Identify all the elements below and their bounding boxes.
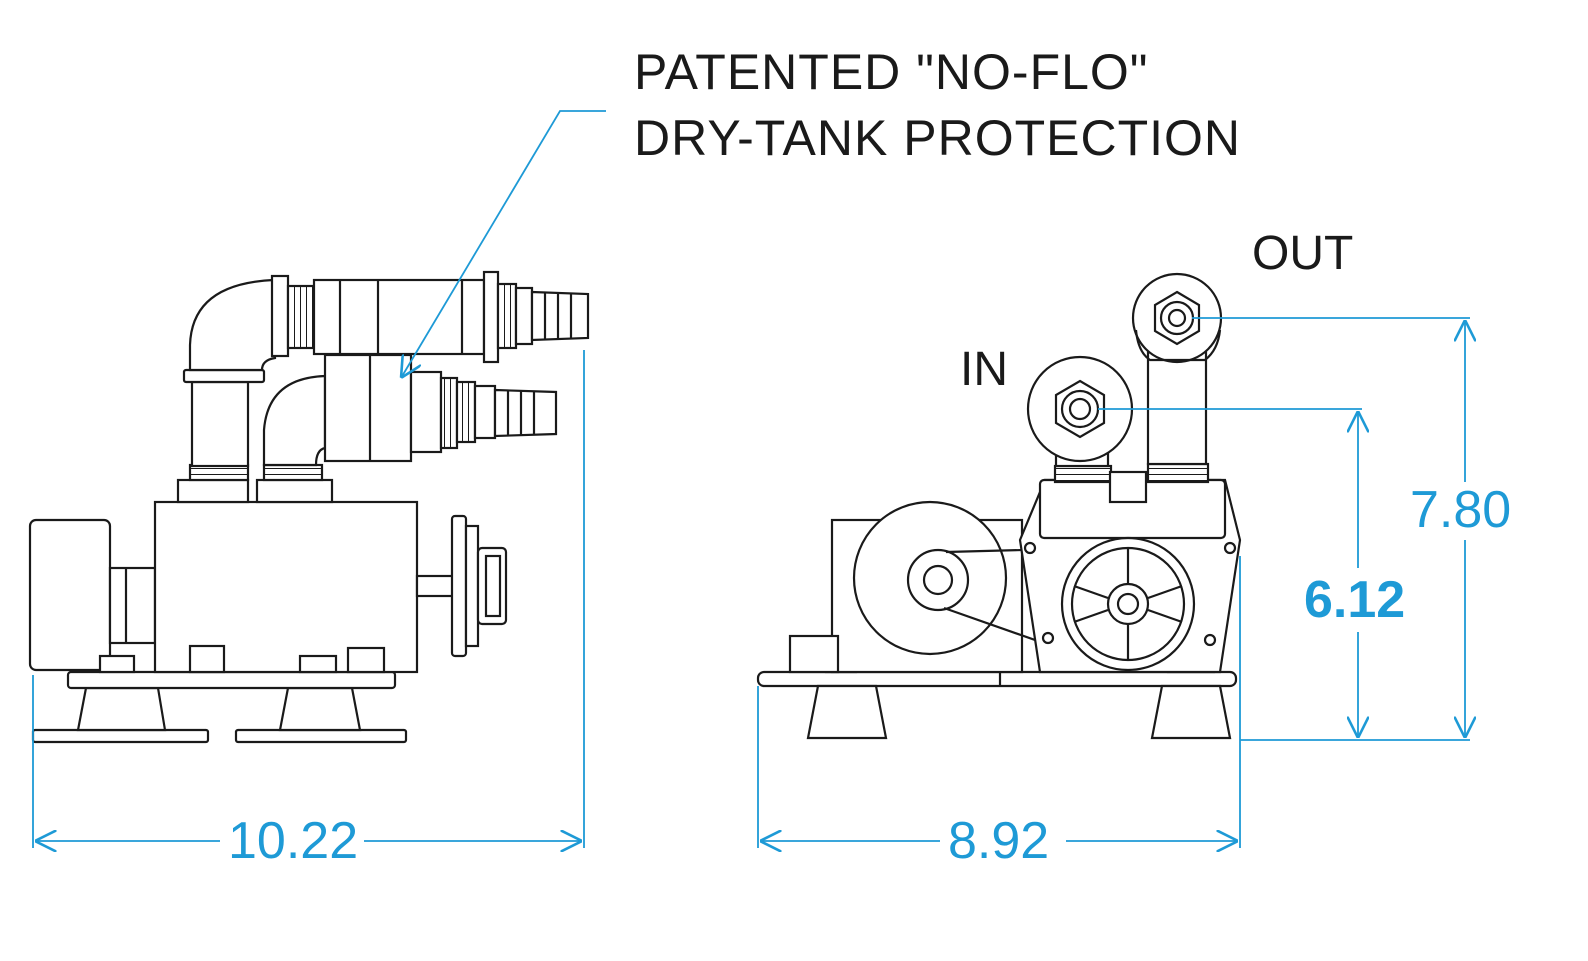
pump-head-right <box>255 478 334 504</box>
front-base-plate <box>756 670 1238 688</box>
inlet-elbow <box>262 374 327 467</box>
side-foot-pad-left <box>76 686 167 732</box>
front-view <box>756 272 1242 740</box>
front-foot-left <box>806 684 888 740</box>
front-width-dimension: 8.92 <box>942 813 1056 869</box>
outlet-pipe <box>190 380 250 468</box>
side-foot-left <box>31 728 210 744</box>
out-port-label: OUT <box>1252 227 1354 280</box>
motor-neck <box>108 566 157 645</box>
callout-line-2: DRY-TANK PROTECTION <box>634 110 1242 166</box>
pump-head-left <box>176 478 250 504</box>
in-height-dimension: 6.12 <box>1298 572 1412 628</box>
fan-disk <box>450 514 468 658</box>
in-port-label: IN <box>960 343 1008 396</box>
nofo-valve-body <box>312 278 486 356</box>
inlet-barb <box>493 388 558 438</box>
side-foot-pad-right <box>278 686 362 732</box>
callout-line-1: PATENTED "NO-FLO" <box>634 44 1149 100</box>
side-width-dimension: 10.22 <box>222 813 365 869</box>
side-view <box>28 270 590 744</box>
dimension-lines <box>32 317 1470 848</box>
outlet-elbow <box>188 278 277 372</box>
motor-end-cap <box>28 518 112 672</box>
side-base-plate <box>66 670 397 690</box>
out-pipe <box>1146 350 1208 466</box>
front-foot-right <box>1150 684 1232 740</box>
outlet-barb <box>530 290 590 342</box>
side-foot-right <box>234 728 408 744</box>
inlet-valve-block <box>323 353 413 463</box>
motor-body <box>153 500 419 674</box>
callout-leader <box>401 110 606 378</box>
out-height-dimension: 7.80 <box>1404 482 1518 538</box>
